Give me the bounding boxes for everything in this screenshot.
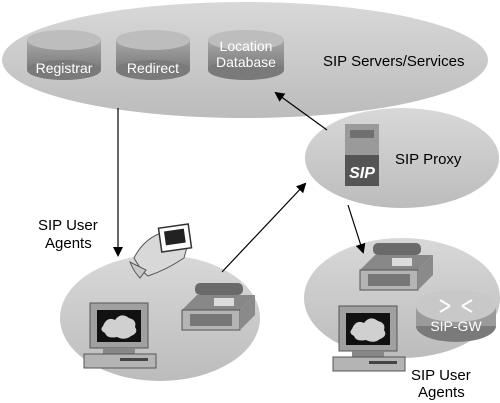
servers-cloud-label: SIP Servers/Services: [323, 53, 464, 70]
registrar-database-icon: Registrar: [27, 30, 101, 80]
right-computer-icon: [332, 305, 406, 372]
registrar-label: Registrar: [36, 60, 93, 76]
location-database-icon: Location Database: [208, 30, 284, 80]
handheld-pda-icon: [129, 223, 193, 279]
sip-server-logo: SIP: [349, 165, 375, 182]
left-agents-label-line2: Agents: [45, 235, 92, 252]
arrow-proxy-to-servers: [274, 91, 328, 131]
redirect-label: Redirect: [127, 60, 179, 76]
arrow-proxy-to-right-agents: [347, 204, 366, 254]
arrow-left-agents-to-proxy: [221, 182, 307, 273]
proxy-label: SIP Proxy: [395, 151, 462, 168]
right-ip-phone-icon: [359, 243, 433, 291]
sip-gateway-label: SIP-GW: [430, 318, 482, 334]
right-agents-label-line1: SIP User: [411, 367, 471, 384]
location-database-label-line1: Location: [220, 38, 273, 54]
left-computer-icon: [83, 302, 157, 369]
location-database-label-line2: Database: [216, 54, 276, 70]
right-agents-label-line2: Agents: [418, 384, 465, 401]
redirect-database-icon: Redirect: [116, 30, 190, 80]
left-ip-phone-icon: [181, 283, 255, 331]
sip-gateway-icon: SIP-GW: [416, 290, 496, 342]
proxy-server-icon: SIP: [345, 124, 379, 186]
left-agents-label-line1: SIP User: [38, 217, 98, 234]
